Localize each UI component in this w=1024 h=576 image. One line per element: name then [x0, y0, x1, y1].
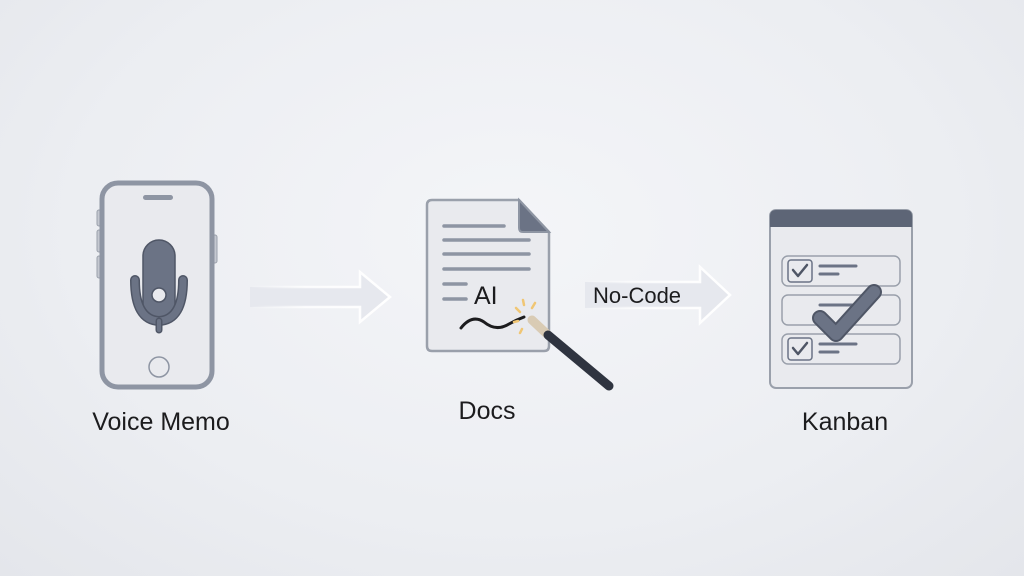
- node-label-docs: Docs: [458, 397, 516, 425]
- smartphone-microphone-icon: [96, 180, 218, 390]
- kanban-checklist-icon: [769, 209, 913, 389]
- ai-badge-text: AI: [474, 282, 498, 310]
- arrow-right-icon: [248, 269, 392, 325]
- arrow-right-icon: [583, 264, 732, 326]
- node-label-kanban: Kanban: [801, 408, 889, 436]
- node-label-voice-memo: Voice Memo: [92, 408, 230, 436]
- document-ai-magic-wand-icon: AI: [425, 197, 614, 391]
- edge-label-no-code: No-Code: [593, 283, 682, 308]
